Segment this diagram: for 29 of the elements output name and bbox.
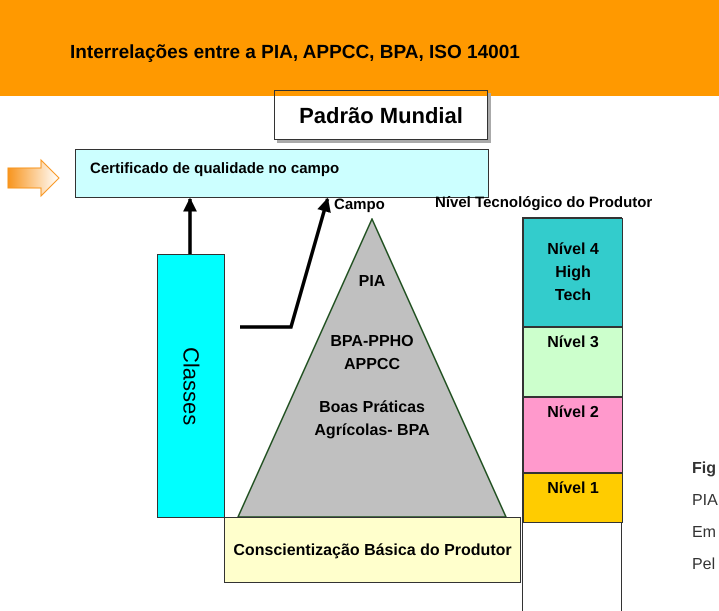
block-arrow: [8, 158, 60, 198]
node-label: Certificado de qualidade no campo: [89, 159, 340, 179]
node-label: Nível 4 High Tech: [546, 240, 600, 306]
level-box: [523, 327, 623, 397]
certificate-box: [75, 149, 489, 198]
caption-fragment: PIA: [692, 492, 718, 510]
vertical-label: Classes: [178, 346, 204, 426]
diagram-title: Interrelações entre a PIA, APPCC, BPA, ISO 14001: [70, 42, 520, 64]
pyramid-label: Boas Práticas Agrícolas- BPA: [313, 398, 431, 441]
level-box: [523, 397, 623, 473]
caption-fragment: Pel: [692, 556, 716, 574]
apex-label: Campo: [334, 196, 385, 213]
classes-bar: [157, 254, 225, 518]
node-label: Nível 2: [546, 403, 600, 423]
arrow: [240, 198, 331, 329]
column-heading: Nível Tecnológico do Produtor: [435, 194, 652, 211]
node-label: Padrão Mundial: [298, 102, 464, 128]
node-label: Nível 3: [546, 333, 600, 353]
caption-fragment: Em: [692, 524, 716, 542]
arrow: [183, 198, 197, 254]
title-box: [274, 90, 488, 140]
caption-fragment: Fig: [692, 460, 716, 478]
node-label: Conscientização Básica do Produtor: [232, 540, 513, 560]
pyramid-label: BPA-PPHO APPCC: [329, 332, 415, 375]
pyramid-label: PIA: [358, 272, 386, 292]
level-box: [523, 218, 623, 327]
level-box: [523, 473, 623, 523]
node-label: Nível 1: [546, 479, 600, 499]
base-box: [224, 517, 521, 583]
